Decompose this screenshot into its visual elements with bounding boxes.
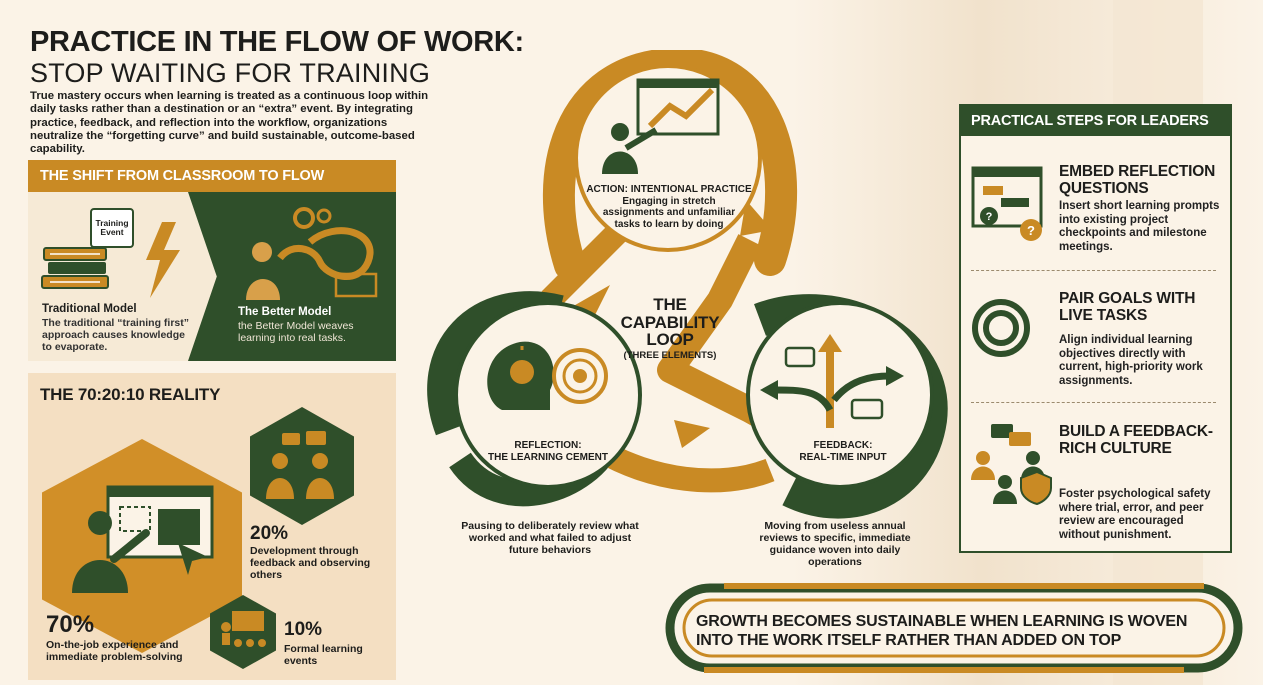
reflection-subtitle: THE LEARNING CEMENT	[488, 452, 608, 463]
books-icon	[41, 247, 109, 289]
step-3-desc: Foster psychological safety where trial,…	[1059, 488, 1211, 541]
reflection-desc: Pausing to deliberately review what work…	[461, 520, 639, 556]
percent-20-desc: Development through feedback and observi…	[250, 545, 371, 581]
traditional-model-title: Traditional Model	[42, 303, 137, 315]
svg-text:?: ?	[986, 211, 993, 223]
person-at-screen-icon	[72, 485, 214, 593]
action-title: ACTION: INTENTIONAL PRACTICE	[586, 184, 752, 195]
percent-20: 20%	[250, 523, 289, 544]
people-talking-icon	[266, 431, 334, 499]
direction-arrows-icon	[760, 334, 904, 428]
classroom-icon	[221, 611, 266, 647]
capability-loop-diagram	[427, 50, 948, 519]
step-3-title: BUILD A FEEDBACK-RICH CULTURE	[1059, 423, 1213, 457]
step-divider	[971, 270, 1216, 271]
step-1-desc: Insert short learning prompts into exist…	[1059, 200, 1220, 253]
lightbulb-head-icon	[487, 341, 608, 410]
better-model-panel	[236, 192, 396, 361]
svg-text:?: ?	[1027, 223, 1035, 238]
feedback-title: FEEDBACK:	[813, 440, 873, 451]
percent-10-desc: Formal learning events	[284, 643, 363, 667]
feedback-desc: Moving from useless annual reviews to sp…	[759, 520, 911, 568]
better-model-title: The Better Model	[238, 306, 332, 318]
feedback-culture-icon	[971, 424, 1052, 506]
percent-10: 10%	[284, 619, 323, 640]
reflection-questions-icon: ? ?	[971, 166, 1043, 241]
intro-paragraph: True mastery occurs when learning is tre…	[30, 90, 429, 156]
summary-banner	[665, 583, 1243, 673]
practical-steps-panel: PRACTICAL STEPS FOR LEADERS ? ? EMBED RE…	[959, 104, 1232, 553]
lightning-icon	[146, 222, 180, 298]
percent-70-desc: On-the-job experience and immediate prob…	[46, 639, 183, 663]
shift-header: THE SHIFT FROM CLASSROOM TO FLOW	[28, 160, 396, 192]
steps-header: PRACTICAL STEPS FOR LEADERS	[961, 106, 1230, 136]
summary-text: GROWTH BECOMES SUSTAINABLE WHEN LEARNING…	[696, 613, 1188, 649]
percent-70: 70%	[46, 611, 95, 638]
ratio-panel: THE 70:20:10 REALITY 20% Development thr…	[28, 373, 396, 680]
gears-loop-icon	[246, 207, 378, 300]
loop-center-subtitle: (THREE ELEMENTS)	[623, 350, 717, 361]
page-subtitle: STOP WAITING FOR TRAINING	[30, 58, 431, 88]
better-model-desc: the Better Model weaves learning into re…	[238, 320, 354, 344]
step-2-desc: Align individual learning objectives dir…	[1059, 334, 1203, 387]
traditional-model-desc: The traditional “training first” approac…	[42, 317, 190, 353]
reflection-title: REFLECTION:	[514, 440, 582, 451]
step-divider	[971, 402, 1216, 403]
ratio-title: THE 70:20:10 REALITY	[40, 385, 221, 404]
loop-arrow-3	[740, 200, 772, 236]
presentation-icon	[602, 78, 720, 174]
page-title: PRACTICE IN THE FLOW OF WORK:	[30, 26, 524, 58]
loop-arc-bottom	[593, 439, 775, 493]
shift-chevron	[188, 192, 236, 361]
training-event-calendar: Training Event	[90, 208, 134, 248]
loop-arc-top	[542, 50, 798, 281]
step-2-title: PAIR GOALS WITH LIVE TASKS	[1059, 290, 1196, 324]
loop-arrow-2	[674, 420, 710, 448]
loop-center-title: THE CAPABILITY LOOP	[620, 295, 720, 349]
shift-panel: THE SHIFT FROM CLASSROOM TO FLOW Trainin…	[28, 160, 396, 361]
target-icon	[972, 299, 1030, 357]
step-1-title: EMBED REFLECTION QUESTIONS	[1059, 163, 1216, 197]
action-desc: Engaging in stretch assignments and unfa…	[602, 196, 736, 230]
feedback-subtitle: REAL-TIME INPUT	[799, 452, 887, 463]
